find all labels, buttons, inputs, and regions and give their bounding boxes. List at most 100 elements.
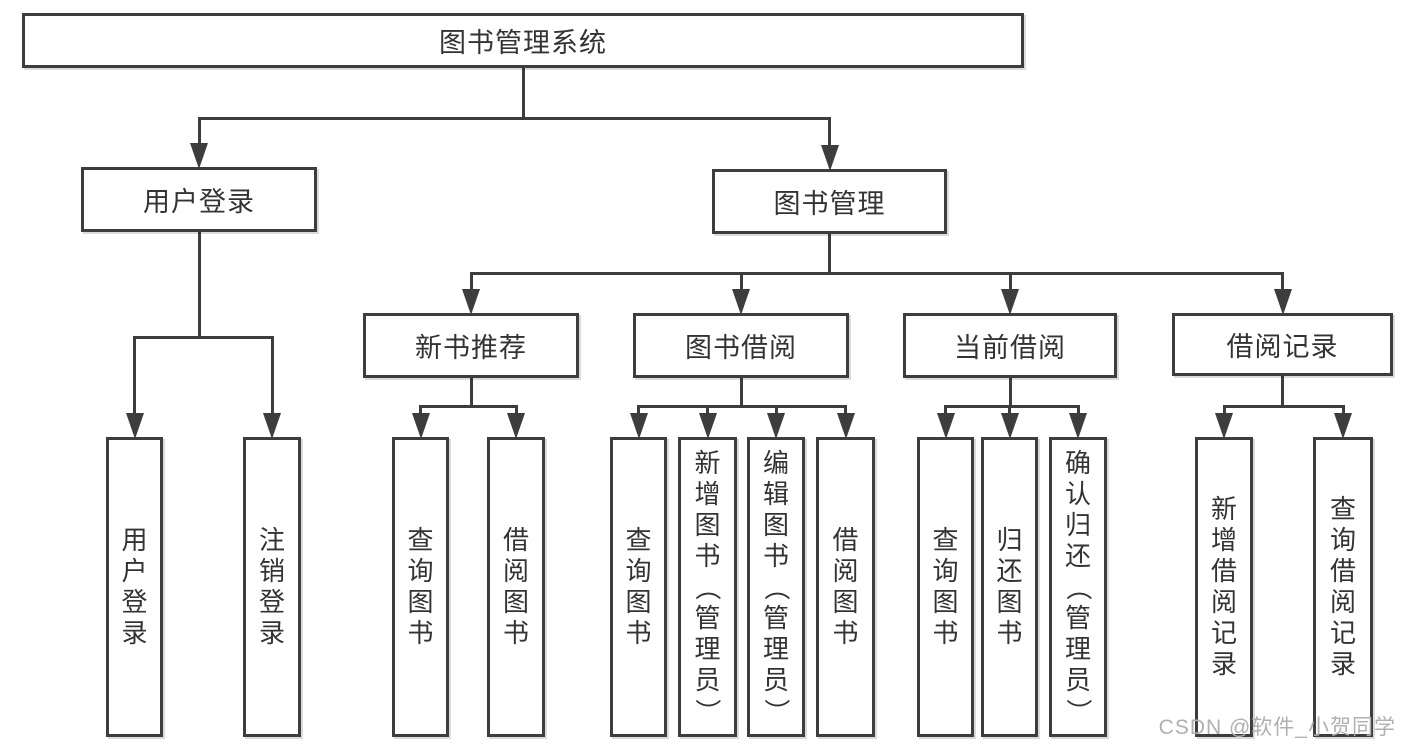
node-g2-add: 新增图书（管理员） bbox=[678, 437, 737, 737]
vertical-char: 录 bbox=[1210, 649, 1237, 679]
arrowhead-down-icon bbox=[125, 413, 144, 439]
vertical-char: 图 bbox=[502, 587, 529, 617]
vertical-char: 记 bbox=[1329, 618, 1356, 648]
vertical-char: 认 bbox=[1064, 478, 1091, 509]
node-g2-query: 查询图书 bbox=[610, 437, 667, 737]
arrowhead-down-icon bbox=[507, 413, 525, 439]
vertical-char: 登 bbox=[121, 587, 148, 617]
vertical-char: 询 bbox=[625, 556, 652, 586]
vertical-char: 增 bbox=[694, 478, 721, 509]
arrowhead-down-icon bbox=[936, 413, 955, 439]
vertical-char: 书 bbox=[762, 540, 789, 571]
node-label: 图书管理 bbox=[773, 189, 886, 219]
node-label: 新书推荐 bbox=[415, 333, 527, 363]
vertical-char: 注 bbox=[258, 525, 285, 555]
connector-line bbox=[197, 117, 831, 120]
connector-line bbox=[514, 408, 518, 415]
vertical-char: （ bbox=[1063, 573, 1094, 601]
vertical-char: 登 bbox=[258, 587, 285, 617]
vertical-char: 书 bbox=[832, 618, 859, 648]
connector-line bbox=[944, 408, 947, 415]
vertical-char: 员 bbox=[694, 664, 721, 695]
connector-line bbox=[828, 234, 831, 275]
vertical-char: 图 bbox=[996, 587, 1023, 617]
node-g2-borrow: 借阅图书 bbox=[816, 437, 875, 737]
vertical-char: 阅 bbox=[832, 556, 859, 586]
vertical-char: ） bbox=[1063, 697, 1094, 725]
vertical-char: 辑 bbox=[762, 478, 789, 509]
node-label: 查询图书 bbox=[932, 525, 958, 649]
node-g3-return: 归还图书 bbox=[981, 437, 1038, 737]
connector-line bbox=[469, 275, 473, 291]
connector-line bbox=[197, 232, 201, 339]
arrowhead-down-icon bbox=[698, 413, 717, 439]
vertical-char: 书 bbox=[694, 540, 721, 571]
connector-line bbox=[739, 378, 743, 408]
vertical-char: 借 bbox=[502, 525, 529, 555]
vertical-char: 借 bbox=[832, 525, 859, 555]
node-label: 借阅记录 bbox=[1226, 332, 1339, 362]
connector-line bbox=[1008, 275, 1012, 291]
connector-line bbox=[1222, 405, 1345, 408]
vertical-char: 图 bbox=[625, 587, 652, 617]
vertical-char: 录 bbox=[1329, 649, 1356, 679]
node-label: 新增借阅记录 bbox=[1211, 494, 1237, 680]
vertical-char: 录 bbox=[258, 618, 285, 648]
connector-line bbox=[774, 408, 778, 415]
connector-line bbox=[521, 68, 525, 120]
node-label: 借阅图书 bbox=[503, 525, 529, 649]
vertical-char: 理 bbox=[694, 633, 721, 664]
connector-line bbox=[270, 339, 274, 415]
node-g2-edit: 编辑图书（管理员） bbox=[747, 437, 805, 737]
vertical-char: 图 bbox=[832, 587, 859, 617]
connector-line bbox=[469, 272, 1284, 275]
vertical-char: 编 bbox=[762, 447, 789, 478]
arrowhead-down-icon bbox=[1000, 413, 1019, 439]
arrowhead-down-icon bbox=[836, 413, 855, 439]
connector-line bbox=[637, 405, 847, 408]
watermark: CSDN @软件_小贺同学 bbox=[1158, 716, 1396, 739]
node-root: 图书管理系统 bbox=[22, 13, 1024, 68]
vertical-char: 还 bbox=[1064, 540, 1091, 571]
vertical-char: 归 bbox=[1064, 509, 1091, 540]
vertical-char: 员 bbox=[762, 664, 789, 695]
arrowhead-down-icon bbox=[1215, 413, 1233, 439]
vertical-char: 书 bbox=[932, 618, 959, 648]
node-label: 新增图书（管理员） bbox=[692, 448, 723, 727]
vertical-char: 图 bbox=[932, 587, 959, 617]
vertical-char: ） bbox=[692, 697, 723, 725]
arrowhead-down-icon bbox=[732, 289, 750, 315]
vertical-char: 查 bbox=[932, 525, 959, 555]
arrowhead-down-icon bbox=[190, 143, 208, 169]
connector-line bbox=[1222, 408, 1226, 415]
vertical-char: 确 bbox=[1064, 447, 1091, 478]
vertical-char: 管 bbox=[694, 602, 721, 633]
vertical-char: 销 bbox=[258, 556, 285, 586]
vertical-char: 借 bbox=[1329, 556, 1356, 586]
connector-line bbox=[828, 120, 831, 147]
arrowhead-down-icon bbox=[411, 413, 430, 439]
node-current: 当前借阅 bbox=[903, 313, 1117, 378]
connector-line bbox=[944, 405, 1080, 408]
node-g4-add: 新增借阅记录 bbox=[1195, 437, 1253, 737]
connector-line bbox=[133, 339, 136, 415]
node-label: 查询图书 bbox=[407, 525, 433, 649]
node-g3-confirm: 确认归还（管理员） bbox=[1049, 437, 1107, 737]
vertical-char: 用 bbox=[121, 525, 148, 555]
vertical-char: 书 bbox=[625, 618, 652, 648]
node-records: 借阅记录 bbox=[1172, 313, 1393, 376]
vertical-char: 询 bbox=[1329, 525, 1356, 555]
vertical-char: 理 bbox=[1064, 633, 1091, 664]
vertical-char: （ bbox=[692, 573, 723, 601]
node-label: 当前借阅 bbox=[954, 333, 1066, 363]
node-label: 注销登录 bbox=[259, 525, 285, 649]
node-label: 编辑图书（管理员） bbox=[761, 447, 791, 727]
vertical-char: 阅 bbox=[1329, 587, 1356, 617]
connector-line bbox=[1008, 378, 1012, 408]
vertical-char: 录 bbox=[121, 618, 148, 648]
arrowhead-down-icon bbox=[629, 413, 648, 439]
vertical-char: 书 bbox=[407, 618, 434, 648]
vertical-char: 图 bbox=[694, 509, 721, 540]
connector-line bbox=[419, 408, 422, 415]
